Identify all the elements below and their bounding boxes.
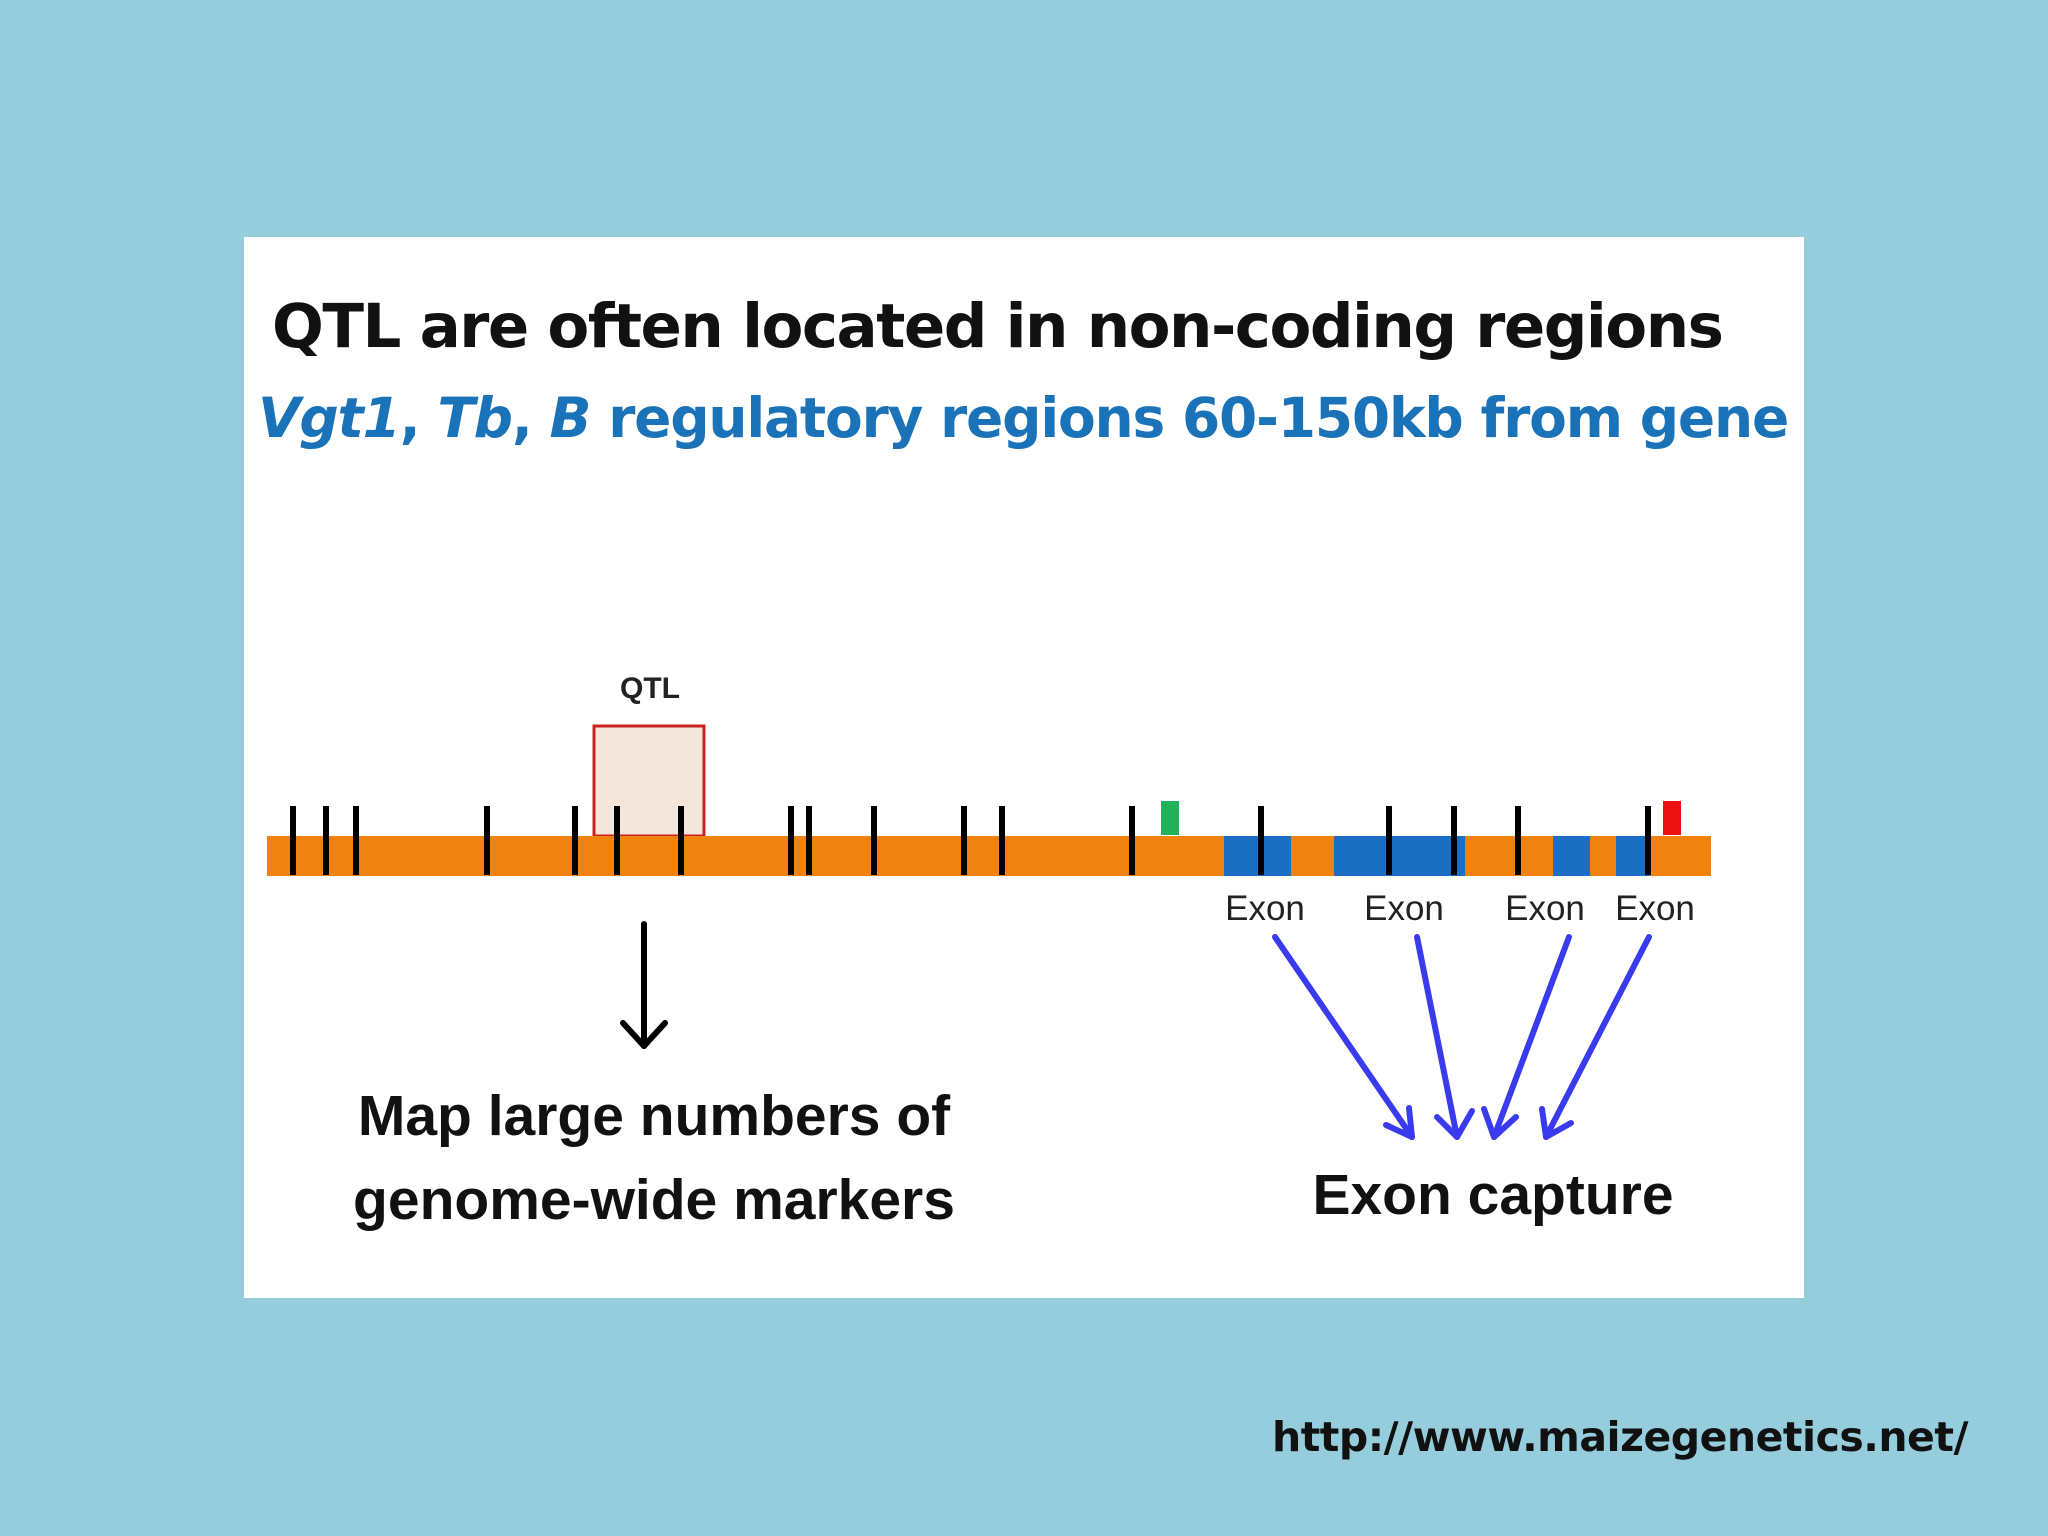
chromosome-bar bbox=[267, 836, 1711, 876]
source-url: http://www.maizegenetics.net/ bbox=[1272, 1413, 1968, 1461]
gene-name-b: B bbox=[549, 386, 592, 450]
exon-capture-caption: Exon capture bbox=[1312, 1163, 1673, 1227]
slide-title: QTL are often located in non-coding regi… bbox=[272, 291, 1724, 362]
exon-block-1 bbox=[1224, 836, 1291, 876]
exon-label-1: Exon bbox=[1225, 889, 1305, 928]
exon-block-3 bbox=[1553, 836, 1590, 876]
exon-block-2 bbox=[1334, 836, 1465, 876]
exon-label-2: Exon bbox=[1364, 889, 1444, 928]
capture-arrow-icon bbox=[1481, 934, 1572, 1140]
gene-name-tb: Tb bbox=[437, 386, 513, 450]
capture-arrow-icon bbox=[1539, 934, 1652, 1140]
exon-label-3: Exon bbox=[1505, 889, 1585, 928]
subtitle-separator-1: , bbox=[399, 386, 438, 450]
markers-caption-line1: Map large numbers of bbox=[358, 1084, 951, 1148]
slide-subtitle: Vgt1, Tb, B regulatory regions 60-150kb … bbox=[258, 386, 1789, 450]
gene-name-vgt1: Vgt1 bbox=[258, 386, 401, 450]
qtl-region-box bbox=[592, 724, 706, 838]
markers-caption-line2: genome-wide markers bbox=[353, 1168, 955, 1232]
subtitle-rest: regulatory regions 60-150kb from gene bbox=[590, 386, 1789, 450]
capture-arrow-icon bbox=[1272, 934, 1415, 1140]
exon-capture-arrows bbox=[1272, 934, 1652, 1140]
slide-content-card: QTL are often located in non-coding regi… bbox=[244, 237, 1804, 1298]
chromosome-diagram: QTL bbox=[267, 672, 1711, 1232]
exon-label-4: Exon bbox=[1615, 889, 1695, 928]
exon-block-4 bbox=[1616, 836, 1650, 876]
green-marker bbox=[1161, 801, 1179, 835]
down-arrow-icon bbox=[620, 921, 668, 1049]
subtitle-separator-2: , bbox=[511, 386, 550, 450]
genome-wide-markers bbox=[290, 806, 1651, 875]
capture-arrow-icon bbox=[1414, 934, 1475, 1140]
qtl-label: QTL bbox=[620, 672, 680, 705]
red-marker bbox=[1663, 801, 1681, 835]
